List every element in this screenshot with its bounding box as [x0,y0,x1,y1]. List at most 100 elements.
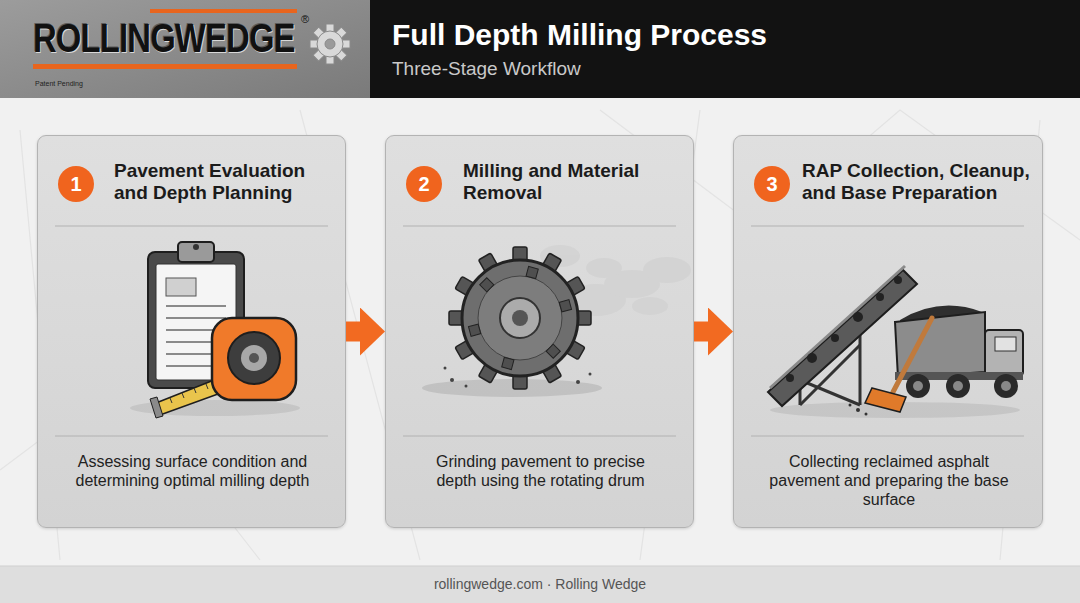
milling-drum-icon [604,270,660,298]
broom-icon [856,408,860,412]
clipboard-icon [130,242,300,416]
milling-drum-icon [422,245,691,397]
tape-measure-icon [170,398,172,403]
clipboard-icon [166,278,196,296]
tape-measure-icon [150,318,296,418]
divider-line [403,226,676,227]
milling-drum-icon [559,300,571,312]
gear-symbol [310,24,350,64]
dump-truck-icon [895,306,1023,398]
tape-measure-icon [170,384,208,403]
gear-symbol [313,48,326,61]
dump-truck-icon [900,306,982,324]
conveyor-icon [859,320,862,405]
milling-drum-icon [455,339,477,360]
milling-drum-icon [478,276,562,360]
dump-truck-icon [995,337,1016,351]
milling-drum-icon [526,266,538,278]
logo-bar [33,64,297,69]
conveyor-icon [876,293,884,301]
dump-truck-icon [985,330,1023,376]
header-title-band [370,0,1080,98]
milling-drum-icon [502,357,514,369]
milling-drum-icon [444,367,447,370]
milling-drum-icon [500,298,540,338]
step-number: 1 [70,174,81,194]
clipboard-icon [166,353,212,355]
gear-symbol [325,39,335,49]
milling-drum-icon [450,378,454,382]
conveyor-icon [853,312,863,322]
milling-drum-icon [444,367,592,388]
milling-drum-icon [449,247,591,389]
title: Full Depth Milling Process [392,18,767,52]
clipboard-icon [166,305,226,307]
divider-line [751,436,1024,437]
registered-mark: ® [301,13,309,25]
divider-line [403,436,676,437]
clipboard-icon [178,242,214,262]
milling-drum-icon [540,245,691,316]
milling-drum-icon [478,253,499,275]
tape-measure-icon [150,397,163,418]
caption: rollingwedge.com · Rolling Wedge [0,576,1080,592]
dump-truck-icon [994,374,1018,398]
step-description: Grinding pavement to precise depth using… [415,452,667,490]
milling-drum-icon [574,311,591,325]
step-number: 3 [766,174,777,194]
tape-measure-icon [241,345,267,371]
gear-symbol [340,40,350,48]
conveyor-icon [894,276,902,284]
process-card: Milling and Material RemovalGrinding pav… [385,135,694,528]
conveyor-icon [768,266,1020,418]
gear-symbol [313,27,326,40]
dump-truck-icon [913,381,923,391]
clipboard-icon [193,244,199,250]
conveyor-icon [768,270,917,406]
flow-arrow [694,322,720,342]
divider-line [55,226,1024,436]
footer-band [0,566,1080,603]
tape-measure-icon [249,353,259,363]
milling-drum-icon [480,278,494,292]
clipboard-icon [166,341,226,343]
logo-wordmark: ROLLINGWEDGE [33,16,295,61]
milling-drum-icon [632,297,668,315]
milling-drum-icon [513,372,527,389]
milling-drum-icon [546,344,560,358]
header-logo-band [0,0,370,98]
conveyor-icon [800,380,860,405]
milling-drum-icon [563,339,585,360]
broom-icon [849,404,868,416]
step-heading: Pavement Evaluation and Depth Planning [114,160,334,204]
milling-drum-icon [422,379,602,397]
conveyor-icon [807,353,817,363]
clipboard-icon [130,400,300,416]
gear-symbol [310,40,320,48]
logo-bar [150,9,297,13]
milling-drum-icon [586,258,622,278]
step-description: Collecting reclaimed asphalt pavement an… [763,452,1015,509]
step-number: 2 [418,174,429,194]
step-heading: Milling and Material Removal [463,160,683,204]
dump-truck-icon [895,372,1023,380]
tape-measure-icon [156,380,218,415]
faint-structure [300,110,700,560]
conveyor-icon [800,320,860,405]
subtitle: Three-Stage Workflow [392,58,581,80]
divider-line [751,226,1024,227]
broom-icon [865,388,906,412]
gear-symbol [326,54,334,64]
conveyor-icon [770,266,905,388]
dump-truck-icon [946,374,970,398]
clipboard-icon [148,252,244,388]
broom-icon [849,404,852,407]
milling-drum-icon [566,284,626,316]
milling-drum-icon [563,276,585,297]
milling-drum-icon [541,361,562,383]
step-heading: RAP Collection, Cleanup, and Base Prepar… [802,160,1036,204]
milling-drum-icon [478,361,499,383]
milling-drum-icon [462,260,578,376]
